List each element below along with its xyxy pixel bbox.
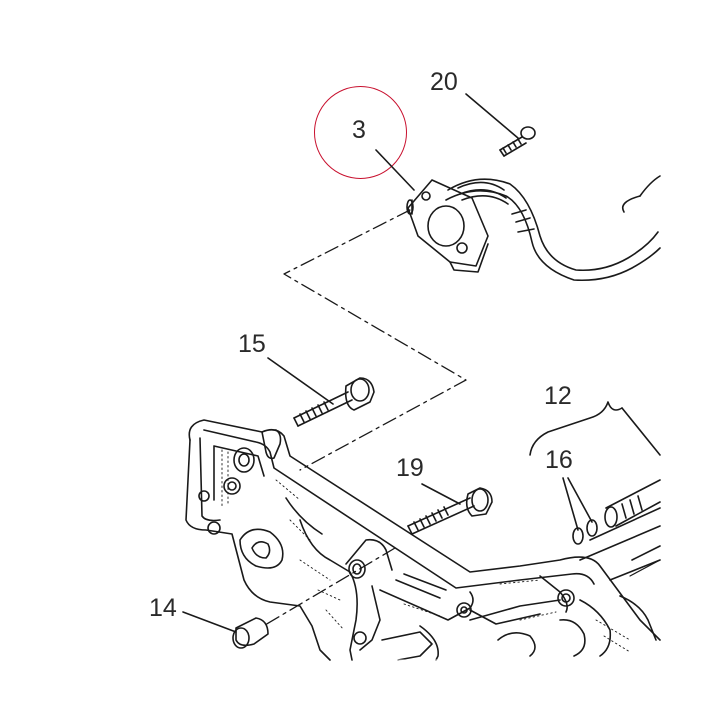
leader-line-12 bbox=[621, 407, 661, 456]
leader-line-14 bbox=[182, 611, 237, 633]
bolt-19 bbox=[407, 487, 493, 535]
callout-20: 20 bbox=[430, 68, 458, 96]
callout-14: 14 bbox=[149, 594, 177, 622]
highlight-circle-part-3 bbox=[314, 86, 407, 179]
callout-12: 12 bbox=[544, 382, 572, 410]
leader-line-3 bbox=[375, 149, 415, 191]
sensor-flange-3 bbox=[406, 175, 661, 282]
leader-line-15 bbox=[267, 357, 334, 405]
callout-16: 16 bbox=[545, 446, 573, 474]
callout-3[interactable]: 3 bbox=[352, 116, 366, 144]
leader-line-20 bbox=[465, 93, 519, 139]
leader-line-19 bbox=[421, 483, 461, 505]
callout-19: 19 bbox=[396, 454, 424, 482]
assembly-dashed-line bbox=[283, 209, 467, 471]
leader-line-16b bbox=[567, 477, 593, 523]
housing-casting bbox=[185, 419, 661, 661]
bracket-12 bbox=[529, 401, 623, 456]
screw-20 bbox=[499, 126, 536, 157]
bolt-15 bbox=[293, 377, 375, 427]
sleeve-14 bbox=[232, 617, 269, 649]
leader-line-16a bbox=[562, 477, 579, 531]
assembly-dashed-line-lower bbox=[264, 547, 396, 626]
callout-15: 15 bbox=[238, 330, 266, 358]
shaft-12 bbox=[604, 479, 661, 561]
washers-16 bbox=[572, 519, 598, 545]
